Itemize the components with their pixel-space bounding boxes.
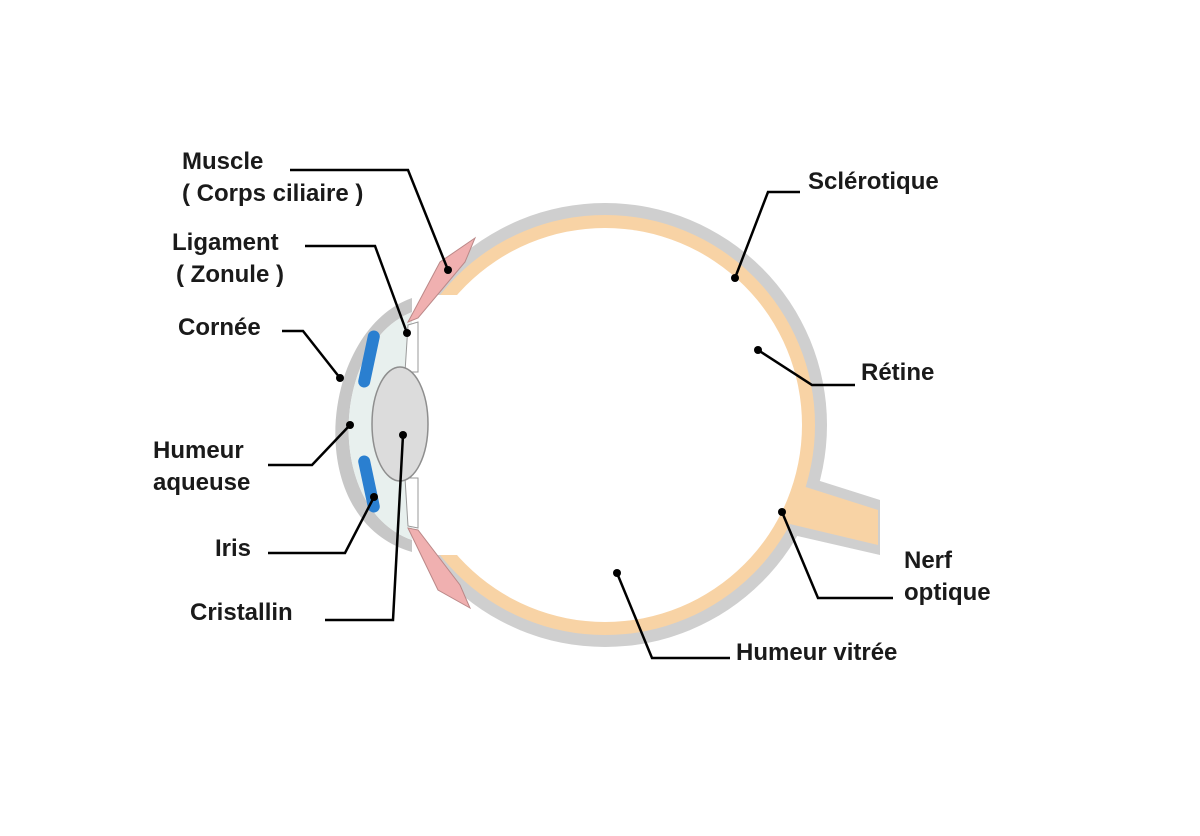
leader-lines (268, 168, 893, 660)
vitreous-humor (408, 228, 802, 622)
label-cristallin: Cristallin (190, 599, 293, 626)
ciliary-muscle-top (406, 236, 477, 323)
label-nerf-optique-1: Nerf (904, 547, 953, 574)
leader-retine (757, 348, 855, 387)
leader-muscle (290, 168, 450, 271)
ciliary-muscle-bottom (407, 527, 472, 610)
leader-iris (268, 496, 376, 555)
leader-humeur-aqueuse (268, 424, 351, 467)
leader-humeur-vitree (615, 572, 730, 660)
label-humeur-vitree: Humeur vitrée (736, 639, 897, 666)
label-humeur-aqueuse-1: Humeur (153, 437, 244, 464)
leader-nerf-optique (780, 511, 893, 600)
leader-cristallin (325, 434, 405, 622)
cornea (335, 298, 412, 552)
label-cornee: Cornée (178, 314, 261, 341)
zonule-bottom (404, 477, 419, 529)
label-iris: Iris (215, 535, 251, 562)
leader-cornee (282, 329, 341, 379)
label-humeur-aqueuse-2: aqueuse (153, 469, 250, 496)
label-retine: Rétine (861, 359, 934, 386)
leader-ligament (305, 244, 409, 334)
lens (371, 366, 429, 482)
leader-sclerotique (733, 190, 800, 279)
label-ligament: Ligament (172, 229, 279, 256)
label-muscle: Muscle (182, 148, 263, 175)
anterior-opening (405, 295, 460, 555)
label-nerf-optique-2: optique (904, 579, 991, 606)
label-zonule: ( Zonule ) (176, 261, 284, 288)
label-corps-ciliaire: ( Corps ciliaire ) (182, 180, 363, 207)
label-sclerotique: Sclérotique (808, 168, 939, 195)
iris-top (358, 330, 380, 388)
